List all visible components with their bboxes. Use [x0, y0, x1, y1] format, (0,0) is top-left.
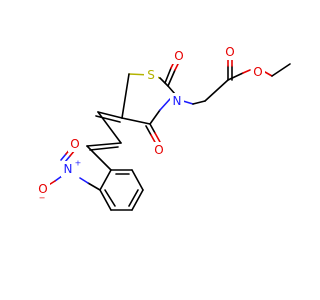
ester-side-chain [182, 58, 291, 105]
molecule-canvas: S N O O O O N + O O − [36, 44, 291, 211]
bond-c-o-ester-red [242, 69, 251, 74]
bond-chain-1 [97, 111, 122, 144]
atom-nitrogen-nitro: N [64, 162, 73, 176]
bond-ch2-c [204, 79, 229, 102]
atom-labels: S N O O O O N + O O − [36, 44, 265, 203]
atom-oxygen-nitro-1: O [70, 137, 79, 151]
atom-oxygen-nitro-2: O [38, 182, 47, 196]
bond-c2-n [167, 85, 176, 95]
bond-n-ch2 [192, 100, 206, 105]
bond-exo-double-a [97, 111, 123, 119]
bond-c4-o [149, 123, 156, 134]
bond-ar-n [87, 182, 101, 191]
benzene-ring [99, 169, 144, 211]
bond-c2-o [167, 69, 176, 87]
bond-c5-c4 [121, 117, 151, 125]
atom-sulfur: S [147, 68, 155, 82]
bond-ar-n-blue [79, 177, 89, 184]
bond-c4-o-double [145, 125, 152, 136]
bond-ar-5 [99, 189, 112, 211]
bond-chain-2b [89, 146, 119, 151]
atom-oxygen-ester-carbonyl: O [225, 45, 234, 59]
bond-ar-inner-2 [128, 189, 139, 207]
bond-n-ch2-blue [182, 100, 194, 105]
charge-plus: + [75, 159, 82, 168]
bond-n-c4 [159, 98, 171, 111]
conjugated-chain [86, 111, 123, 171]
bond-o-ch3-red [264, 71, 273, 77]
bond-c2-ring [159, 77, 169, 87]
bond-c4-n [149, 109, 161, 125]
molecule-diagram: S N O O O O N + O O − [36, 44, 291, 211]
bond-ar-inner-3 [104, 189, 116, 207]
bond-o-ch3 [271, 63, 291, 77]
charge-minus: − [39, 194, 46, 203]
bond-c5-c4ring [121, 73, 130, 119]
atom-oxygen-bottom: O [154, 143, 163, 157]
bond-ar-3 [131, 189, 144, 211]
bond-chain-2a [86, 142, 122, 147]
atom-oxygen-top: O [174, 49, 183, 63]
bond-chain-3 [86, 145, 112, 171]
atom-oxygen-ester: O [253, 65, 262, 79]
bond-c-o-ester [227, 72, 244, 81]
bond-exo-double-b [95, 115, 121, 123]
carbonyl-bottom [145, 123, 161, 145]
bond-c4-o-red [154, 132, 161, 143]
bond-ar-2 [131, 169, 144, 191]
bond-n-o-single [54, 175, 63, 182]
bond-n-o-double [60, 153, 67, 161]
bond-ar-6 [99, 169, 112, 191]
bond-c2-o-double [164, 67, 172, 84]
atom-nitrogen-ring: N [173, 94, 182, 108]
